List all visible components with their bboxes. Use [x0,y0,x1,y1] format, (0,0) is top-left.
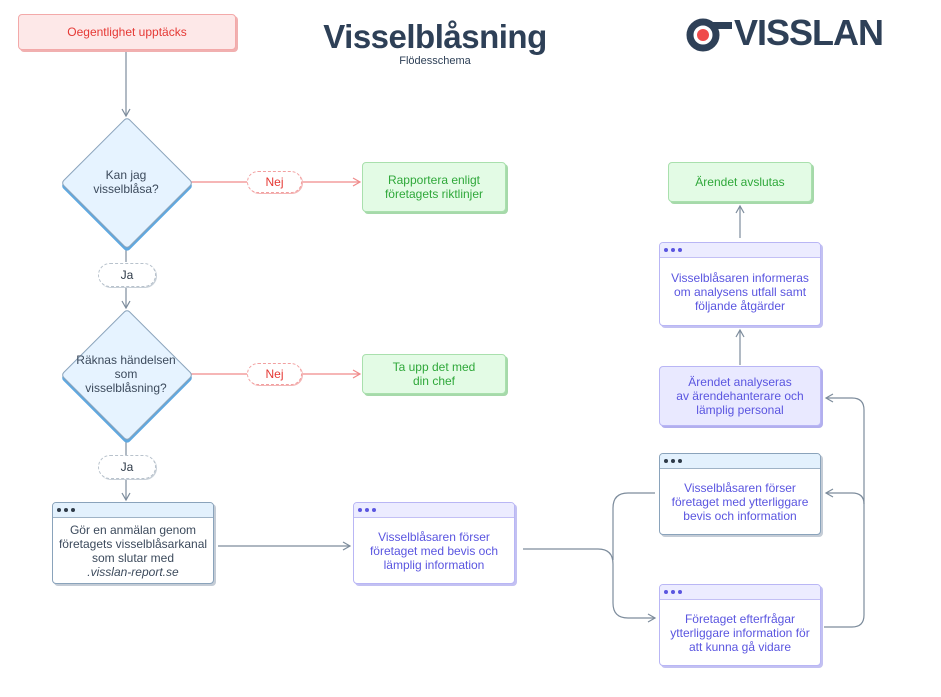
window-dot-icon [671,459,675,463]
window-header [354,503,514,518]
yes-label-2: Ja [98,455,156,479]
start-node-label: Oegentlighet upptäcks [67,25,187,39]
informed-line: följande åtgärder [694,299,786,313]
report-line: Gör en anmälan genom [69,523,197,537]
window-dot-icon [365,508,369,512]
decision2-line: visselblåsning? [85,381,167,395]
decision2-line: som [114,367,138,381]
whistleblower-informed-node: Visselblåsaren informeras om analysens u… [659,242,821,326]
window-dot-icon [372,508,376,512]
analysis-line: av ärendehanterare och [676,389,804,403]
informed-line: Visselblåsaren informeras [671,271,809,285]
window-dot-icon [664,459,668,463]
outcome1-line: Rapportera enligt [387,173,481,187]
window-dot-icon [678,590,682,594]
no-label-2: Nej [247,363,302,385]
evidence-line: lämplig information [383,558,485,572]
window-dot-icon [57,508,61,512]
yes-label-text: Ja [120,460,134,474]
start-node: Oegentlighet upptäcks [18,14,236,50]
case-closed-label: Ärendet avslutas [695,175,785,189]
report-via-channel-node: Gör en anmälan genom företagets visselbl… [52,502,214,584]
more-evidence-line: Visselblåsaren förser [684,481,796,495]
no-label-text: Nej [265,367,284,381]
window-header [660,585,820,600]
decision1-line: visselblåsa? [93,182,159,196]
window-header [660,243,820,258]
outcome2-line: Ta upp det med [392,360,476,374]
report-line: företagets visselblåsarkanal [58,537,208,551]
evidence-line: företaget med bevis och [369,544,499,558]
more-evidence-line: företaget med ytterliggare [671,495,809,509]
page-subtitle: Flödesschema [399,55,471,67]
window-dot-icon [671,590,675,594]
edge-evidence-to-request [523,548,657,623]
provide-evidence-node: Visselblåsaren förser företaget med bevi… [353,502,515,584]
informed-line: om analysens utfall samt [673,285,807,299]
window-dot-icon [678,459,682,463]
provide-more-evidence-node: Visselblåsaren förser företaget med ytte… [659,453,821,535]
window-dot-icon [71,508,75,512]
edge-loop-to-more-evidence [824,488,865,505]
company-requests-info-node: Företaget efterfrågar ytterliggare infor… [659,584,821,666]
decision2-line: Räknas händelsen [76,353,176,367]
evidence-line: Visselblåsaren förser [378,530,490,544]
outcome-talk-to-manager: Ta upp det med din chef [362,354,506,394]
request-info-line: ytterliggare information för [670,626,810,640]
visslan-logo: VISSLAN [686,12,916,54]
decision-counts-as-whistleblowing: Räknas händelsen som visselblåsning? [60,308,194,442]
request-info-line: att kunna gå vidare [688,640,792,654]
window-dot-icon [664,590,668,594]
case-analysis-node: Ärendet analyseras av ärendehanterare oc… [659,366,821,426]
window-dot-icon [671,248,675,252]
yes-label-text: Ja [120,268,134,282]
report-line: som slutar med [91,551,174,565]
logo-text: VISSLAN [734,12,884,53]
case-closed-node: Ärendet avslutas [668,162,812,202]
whistle-icon [686,18,732,52]
window-header [53,503,213,518]
page-title: Visselblåsning [323,18,547,55]
edge-more-evidence-to-request [612,492,655,560]
more-evidence-line: bevis och information [683,509,797,523]
outcome2-line: din chef [412,374,455,388]
window-dot-icon [678,248,682,252]
request-info-line: Företaget efterfrågar [684,612,796,626]
outcome1-line: företagets riktlinjer [384,187,484,201]
report-domain: .visslan-report.se [87,565,179,579]
yes-label-1: Ja [98,263,156,287]
analysis-line: lämplig personal [696,403,784,417]
outcome-report-per-guidelines: Rapportera enligt företagets riktlinjer [362,162,506,212]
window-dot-icon [64,508,68,512]
no-label-1: Nej [247,171,302,193]
decision1-line: Kan jag [105,168,147,182]
analysis-line: Ärendet analyseras [688,375,792,389]
edge-request-to-loop [824,393,865,628]
window-dot-icon [664,248,668,252]
window-header [660,454,820,469]
decision-can-i-whistleblow: Kan jag visselblåsa? [60,116,194,250]
window-dot-icon [358,508,362,512]
no-label-text: Nej [265,175,284,189]
